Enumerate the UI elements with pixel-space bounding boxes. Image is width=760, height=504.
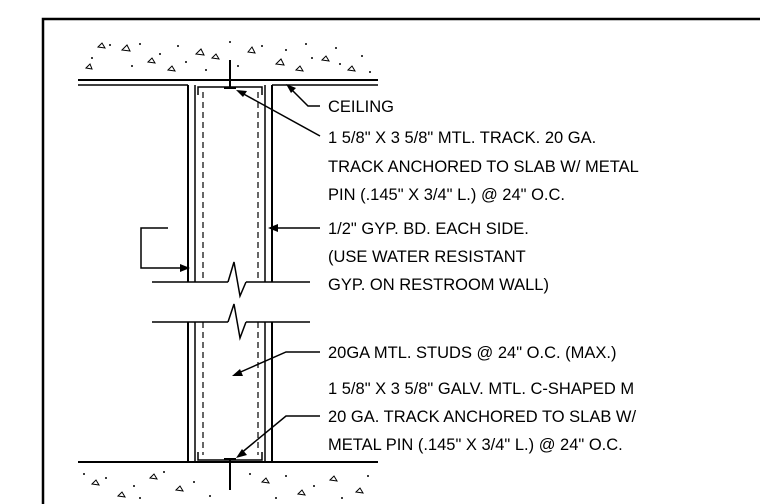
gyp-board-note-line3: GYP. ON RESTROOM WALL) bbox=[328, 276, 549, 294]
gyp-board-note-line1: 1/2" GYP. BD. EACH SIDE. bbox=[328, 220, 529, 238]
ceiling-concrete-hatch bbox=[84, 41, 371, 73]
floor-concrete-hatch bbox=[83, 471, 369, 499]
floor-slab bbox=[78, 461, 378, 499]
bottom-track-note-line2: 20 GA. TRACK ANCHORED TO SLAB W/ bbox=[328, 408, 637, 426]
top-anchor-pin bbox=[224, 60, 236, 89]
break-line-upper bbox=[152, 261, 310, 299]
ceiling-note: CEILING bbox=[328, 98, 394, 116]
gyp-board-leader bbox=[140, 224, 320, 272]
top-track-note-line2: TRACK ANCHORED TO SLAB W/ METAL bbox=[328, 158, 639, 176]
wall-assembly bbox=[152, 60, 310, 490]
studs-leader bbox=[232, 351, 320, 376]
ceiling-slab bbox=[78, 41, 378, 86]
top-track-note-line1: 1 5/8" X 3 5/8" MTL. TRACK. 20 GA. bbox=[328, 129, 596, 147]
ceiling-leader bbox=[286, 84, 320, 107]
bottom-anchor-pin bbox=[224, 458, 236, 490]
top-track-note-line3: PIN (.145" X 3/4" L.) @ 24" O.C. bbox=[328, 186, 565, 204]
studs-note: 20GA MTL. STUDS @ 24" O.C. (MAX.) bbox=[328, 344, 617, 362]
right-gypsum-board bbox=[264, 85, 273, 462]
top-track-leader bbox=[236, 90, 321, 137]
sheet-border bbox=[41, 17, 760, 504]
metal-stud bbox=[202, 92, 259, 455]
break-line-lower bbox=[152, 303, 310, 341]
left-gypsum-board bbox=[187, 85, 196, 462]
bottom-track-note-line1: 1 5/8" X 3 5/8" GALV. MTL. C-SHAPED M bbox=[328, 380, 634, 398]
bottom-track-leader bbox=[236, 415, 320, 458]
gyp-board-note-line2: (USE WATER RESISTANT bbox=[328, 248, 526, 266]
bottom-track-note-line3: METAL PIN (.145" X 3/4" L.) @ 24" O.C. bbox=[328, 436, 623, 454]
